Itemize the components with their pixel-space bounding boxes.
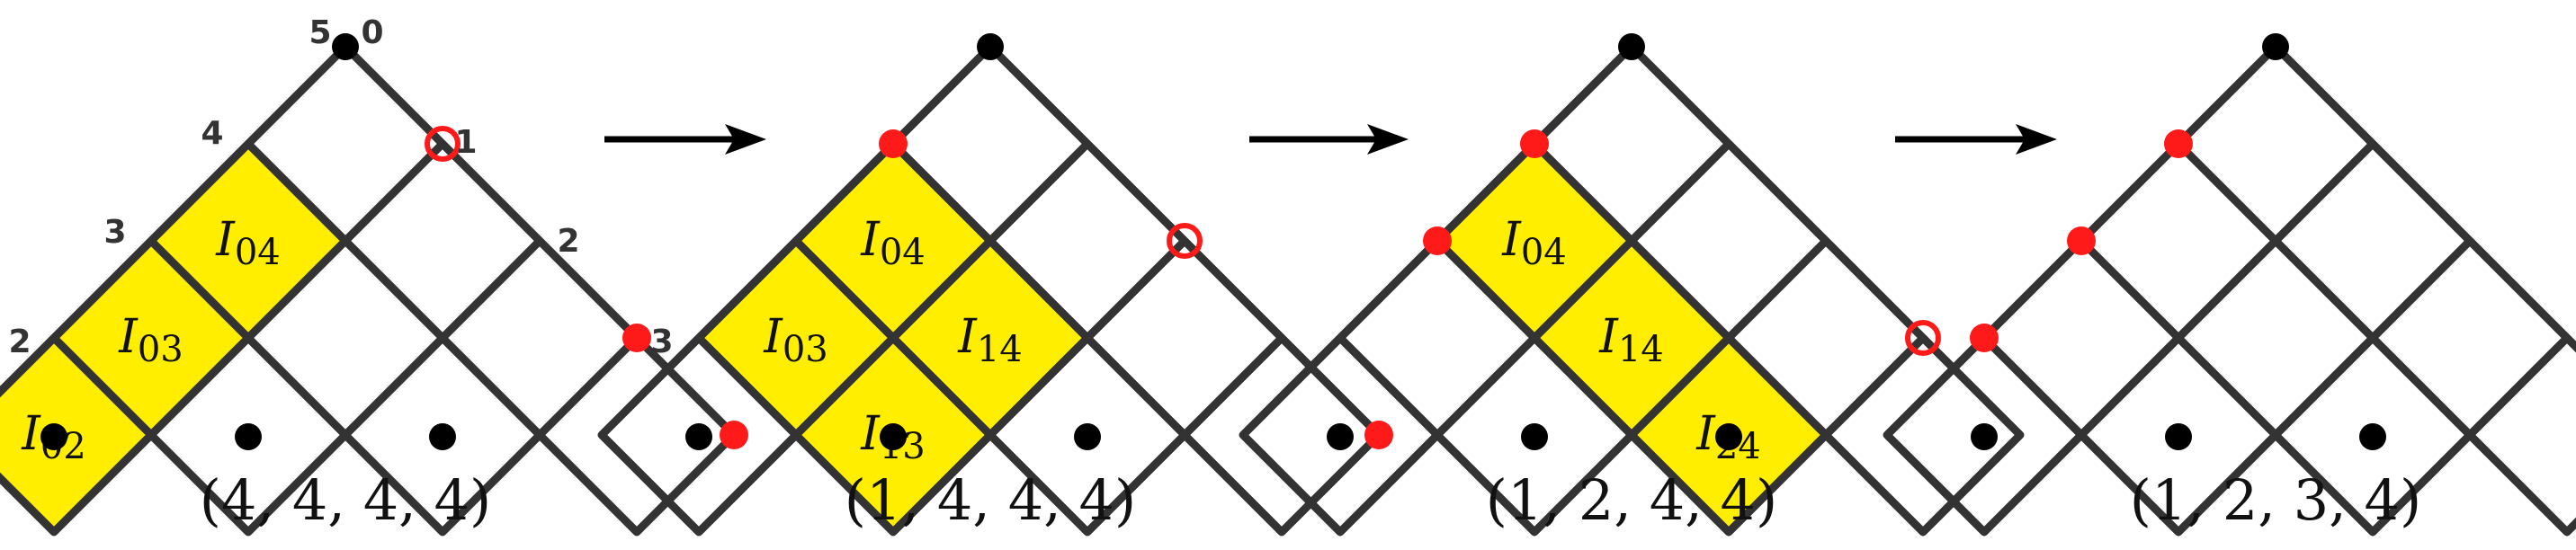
corner-label: 0 (361, 14, 383, 51)
red-node (1423, 226, 1452, 255)
cell-fill (0, 338, 151, 532)
lattice-edges (0, 42, 738, 537)
corner-label: 3 (650, 324, 673, 360)
edges (0, 42, 738, 537)
panel-4: (1, 2, 3, 4) (1883, 33, 2576, 537)
black-node (880, 423, 907, 450)
black-nodes (685, 33, 1101, 450)
red-open-circle (425, 126, 461, 162)
cell-label-04: I04 (215, 213, 280, 273)
black-node (1521, 423, 1548, 450)
panel-caption: (1, 2, 4, 4) (1486, 467, 1777, 533)
black-node (977, 33, 1004, 60)
black-node (1971, 423, 1998, 450)
corner-label: 1 (454, 124, 477, 161)
arrow-3 (1895, 124, 2057, 155)
edges (597, 42, 1383, 537)
black-node (235, 423, 262, 450)
arrow-2 (1249, 124, 1409, 155)
black-node (2262, 33, 2289, 60)
red-node (622, 324, 651, 352)
red-node (1970, 324, 1999, 352)
cell-label-14: I14 (957, 310, 1022, 370)
panel-caption: (1, 2, 3, 4) (2130, 467, 2421, 533)
black-nodes (1971, 33, 2386, 450)
black-node (1074, 423, 1101, 450)
black-nodes (40, 33, 456, 450)
red-node (1520, 129, 1549, 158)
black-node (1715, 423, 1742, 450)
arrow-head (2016, 124, 2057, 155)
black-node (1327, 423, 1354, 450)
black-node (685, 423, 712, 450)
arrow-1 (604, 124, 766, 155)
black-node (1618, 33, 1645, 60)
arrows (604, 124, 2057, 155)
cell-label-04: I04 (860, 213, 925, 273)
corner-label: 2 (557, 223, 579, 260)
arrow-head (725, 124, 766, 155)
corner-label: 4 (201, 115, 223, 152)
black-node (40, 423, 67, 450)
corner-label: 5 (309, 14, 331, 51)
black-node (332, 33, 359, 60)
red-nodes (1423, 129, 1941, 356)
black-nodes (1327, 33, 1742, 450)
cell-label-04: I04 (1501, 213, 1566, 273)
black-node (2359, 423, 2386, 450)
panel-caption: (1, 4, 4, 4) (845, 467, 1136, 533)
red-node (2164, 129, 2193, 158)
lattice-edges (597, 42, 1383, 537)
red-node (720, 421, 748, 449)
panel-caption: (4, 4, 4, 4) (200, 467, 491, 533)
cell-label-14: I14 (1598, 310, 1663, 370)
red-node (2067, 226, 2096, 255)
red-open-circle (1905, 320, 1941, 356)
black-node (2165, 423, 2192, 450)
red-nodes (425, 126, 748, 449)
corner-label: 3 (103, 214, 126, 251)
red-nodes (879, 129, 1393, 449)
corner-label: 2 (8, 324, 31, 360)
red-open-circle (1167, 223, 1203, 259)
cell-label-03: I03 (118, 310, 183, 370)
arrow-head (1367, 124, 1409, 155)
cell-label-03: I03 (763, 310, 827, 370)
red-node (1364, 421, 1393, 449)
red-nodes (1970, 129, 2193, 352)
black-node (429, 423, 456, 450)
red-node (879, 129, 908, 158)
